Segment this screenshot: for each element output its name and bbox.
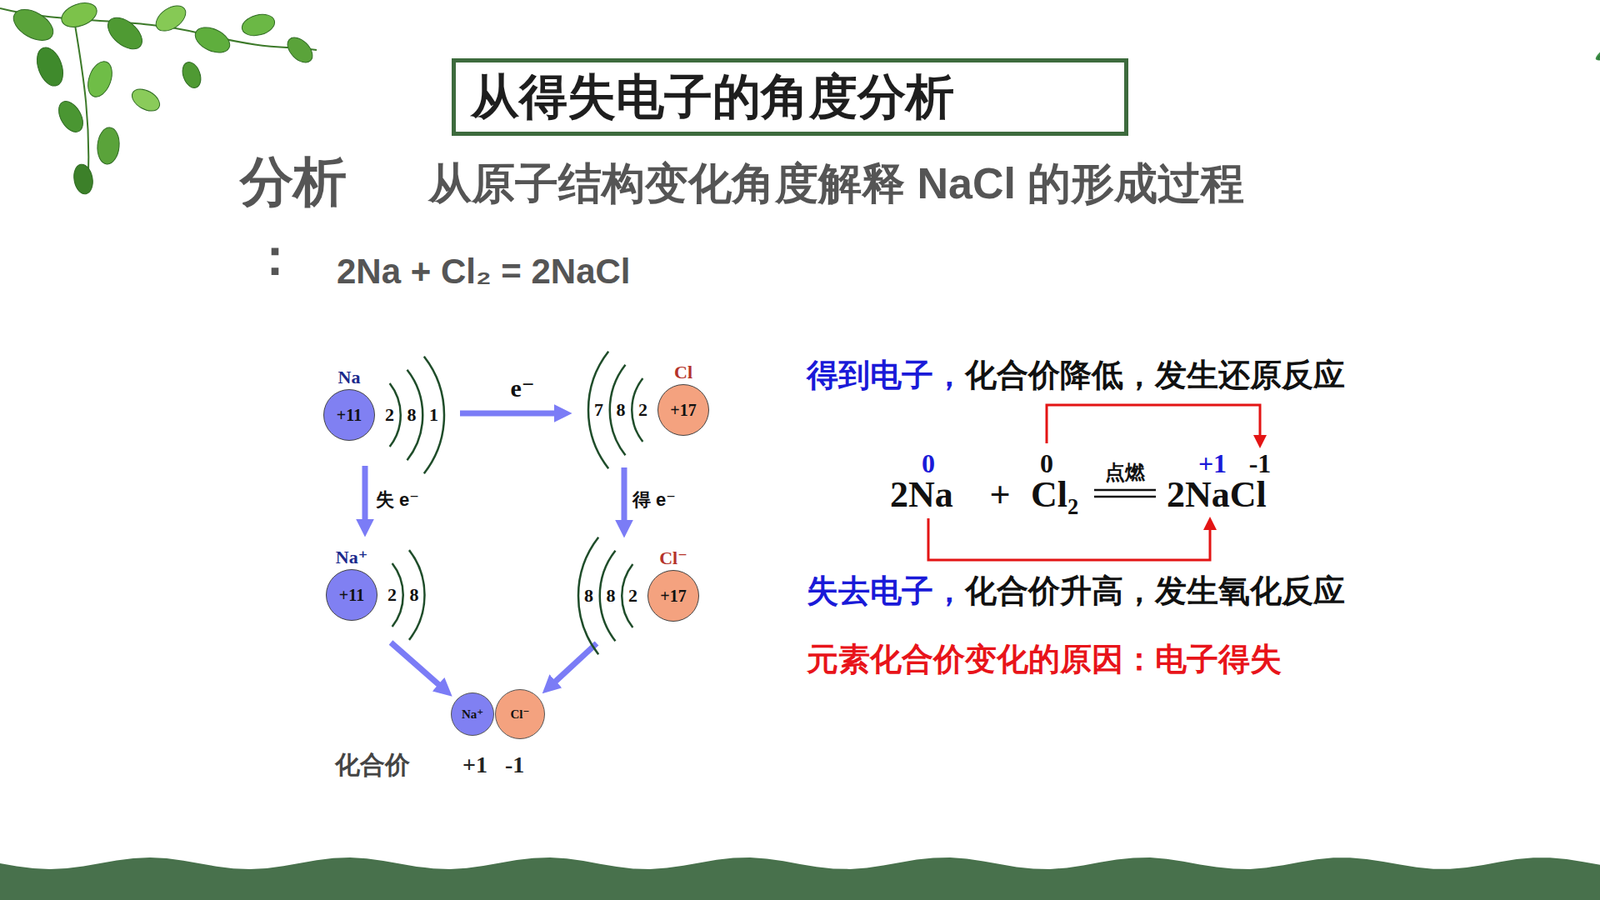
nucleus-circle: +11 bbox=[323, 389, 375, 441]
gain-electrons: 得到电子， bbox=[806, 356, 965, 395]
formula: 2NaCl bbox=[1166, 473, 1267, 518]
sodium-atom: Na +11 2 8 1 bbox=[323, 365, 442, 441]
atom-row: +11 2 8 bbox=[325, 569, 423, 621]
leaf bbox=[240, 10, 278, 40]
nuclear-charge: +17 bbox=[660, 586, 686, 606]
transfer-arrow bbox=[390, 642, 441, 687]
leaf bbox=[102, 11, 149, 55]
leaf bbox=[8, 3, 59, 47]
element-symbol: Cl bbox=[657, 360, 710, 385]
nucleus-circle: +17 bbox=[647, 570, 700, 622]
chlorine-atom: Cl +17 7 8 2 bbox=[590, 360, 710, 436]
reduction-note: 化合价降低，发生还原反应 bbox=[965, 356, 1345, 395]
equals-sign bbox=[1094, 490, 1156, 497]
oxidation-note: 化合价升高，发生氧化反应 bbox=[965, 572, 1345, 611]
transfer-arrow bbox=[362, 465, 369, 523]
arrow-head bbox=[1253, 435, 1267, 449]
equation: 2Na + Cl₂ = 2NaCl bbox=[336, 250, 631, 293]
electron-shells bbox=[325, 545, 327, 547]
atom-row: +17 8 8 2 bbox=[580, 570, 700, 622]
atom-row: +17 7 8 2 bbox=[590, 384, 710, 436]
valence-value: +1 bbox=[462, 750, 488, 780]
leaf bbox=[95, 126, 121, 165]
nucleus-circle: +11 bbox=[325, 569, 378, 621]
chloride-ion-ball: Cl⁻ bbox=[495, 689, 545, 740]
transfer-arrow bbox=[621, 467, 628, 524]
shell-electrons: 8 8 2 bbox=[580, 585, 641, 607]
palm-frond bbox=[1594, 0, 1600, 70]
element-symbol: Na⁺ bbox=[325, 545, 378, 570]
leaf bbox=[282, 32, 317, 67]
shell-electrons: 7 8 2 bbox=[590, 399, 651, 421]
colon: ： bbox=[250, 227, 300, 288]
palm-frond bbox=[1598, 52, 1600, 192]
arrow-head bbox=[1203, 516, 1217, 530]
chloride-ion: Cl⁻ +17 8 8 2 bbox=[580, 546, 700, 622]
shell-electrons: 2 8 1 bbox=[381, 404, 442, 426]
element-symbol: Cl⁻ bbox=[647, 546, 700, 570]
task-text: 从原子结构变化角度解释 NaCl 的形成过程 bbox=[428, 161, 1262, 205]
nucleus-circle: +17 bbox=[657, 384, 710, 436]
nuclear-charge: +17 bbox=[670, 400, 696, 420]
edge-label: 失 e⁻ bbox=[375, 489, 420, 511]
shell-electrons: 2 8 bbox=[384, 584, 423, 606]
leaf bbox=[71, 162, 95, 195]
valence-value: -1 bbox=[505, 750, 525, 780]
palm-frond bbox=[1598, 28, 1600, 70]
leaf bbox=[32, 44, 69, 90]
ion-symbol: Na⁺ bbox=[461, 706, 484, 722]
plus-sign: + bbox=[989, 473, 1010, 518]
leaf bbox=[58, 0, 100, 32]
conclusion: 元素化合价变化的原因：电子得失 bbox=[806, 640, 1282, 680]
section-heading: 分析 bbox=[240, 150, 347, 215]
leaf bbox=[179, 60, 205, 91]
palm-frond bbox=[1597, 59, 1600, 236]
reduction-bracket bbox=[1046, 405, 1260, 444]
transfer-arrow bbox=[553, 643, 597, 684]
ground-wave bbox=[0, 857, 1600, 900]
electron-shells bbox=[590, 360, 592, 362]
electron-shells bbox=[580, 546, 582, 548]
transfer-arrow bbox=[460, 410, 558, 417]
palm-frond bbox=[1598, 55, 1600, 216]
nuclear-charge: +11 bbox=[336, 405, 362, 425]
palm-frond bbox=[1599, 50, 1600, 161]
nuclear-charge: +11 bbox=[339, 585, 365, 605]
edge-label: e⁻ bbox=[510, 373, 535, 404]
slide-title: 从得失电子的角度分析 bbox=[451, 58, 1129, 136]
sodium-ion: Na⁺ +11 2 8 bbox=[325, 545, 423, 621]
edge-label: 得 e⁻ bbox=[632, 489, 676, 511]
valence-caption: 化合价 bbox=[335, 750, 410, 780]
oxidation-bracket bbox=[928, 518, 1210, 560]
formula: 2Na bbox=[890, 473, 954, 518]
atom-row: +11 2 8 1 bbox=[323, 389, 442, 441]
leaf bbox=[54, 97, 89, 137]
electron-shells bbox=[323, 365, 325, 367]
leaf bbox=[151, 0, 191, 37]
leaf bbox=[191, 22, 235, 58]
ion-symbol: Cl⁻ bbox=[510, 706, 530, 722]
element-symbol: Na bbox=[323, 365, 375, 390]
reaction-condition: 点燃 bbox=[1105, 460, 1145, 485]
sodium-ion-ball: Na⁺ bbox=[450, 692, 495, 736]
leaf bbox=[83, 58, 116, 100]
palm-frond bbox=[1599, 48, 1600, 126]
leaf bbox=[128, 84, 164, 115]
lose-electrons: 失去电子， bbox=[806, 572, 965, 611]
formula: Cl₂ bbox=[1030, 473, 1079, 518]
